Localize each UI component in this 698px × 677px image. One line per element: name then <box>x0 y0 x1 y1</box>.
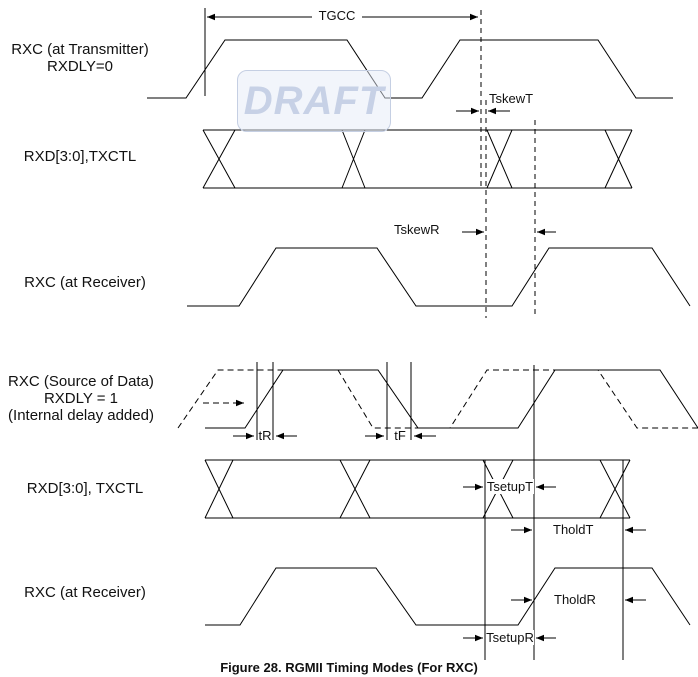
tgcc-label: TGCC <box>312 8 362 23</box>
tholdt-label: TholdT <box>553 522 594 537</box>
rxd-bottom-crossings <box>204 459 631 519</box>
rxc-transmitter-label-line2: RXDLY=0 <box>46 58 113 75</box>
tf-label: tF <box>394 428 406 443</box>
tholdr-label: TholdR <box>554 592 596 607</box>
rxc-source-dashed-waveform <box>177 369 698 429</box>
rxc-source-label-line1: RXC (Source of Data) <box>8 373 154 390</box>
rxc-receiver-bottom-label: RXC (at Receiver) <box>24 584 146 601</box>
rxc-transmitter-label: RXC (at Transmitter) RXDLY=0 <box>0 41 160 75</box>
draft-watermark-text: DRAFT <box>243 78 385 123</box>
rxc-receiver-bottom-waveform <box>205 567 691 626</box>
rxc-source-solid-waveform <box>205 369 698 429</box>
rxd-bottom-label: RXD[3:0], TXCTL <box>26 480 144 497</box>
tsetupr-label: TsetupR <box>486 630 534 645</box>
draft-watermark: DRAFT <box>237 70 391 132</box>
tskewt-label: TskewT <box>489 91 534 106</box>
rxd-top-label: RXD[3:0],TXCTL <box>23 148 137 165</box>
tr-label: tR <box>258 428 272 443</box>
rxc-receiver-top-label: RXC (at Receiver) <box>24 274 146 291</box>
rxc-transmitter-label-line1: RXC (at Transmitter) <box>11 41 149 58</box>
tsetupt-label: TsetupT <box>486 479 534 494</box>
figure-caption: Figure 28. RGMII Timing Modes (For RXC) <box>220 660 478 675</box>
rxd-top-crossings <box>202 129 633 189</box>
rxc-source-label: RXC (Source of Data) RXDLY = 1 (Internal… <box>0 373 162 424</box>
tskewr-label: TskewR <box>394 222 440 237</box>
rxc-source-label-line3: (Internal delay added) <box>8 407 154 424</box>
rxc-receiver-top-waveform <box>187 247 691 307</box>
rxc-source-label-line2: RXDLY = 1 <box>43 390 119 407</box>
rxc-transmitter-waveform <box>147 39 673 99</box>
